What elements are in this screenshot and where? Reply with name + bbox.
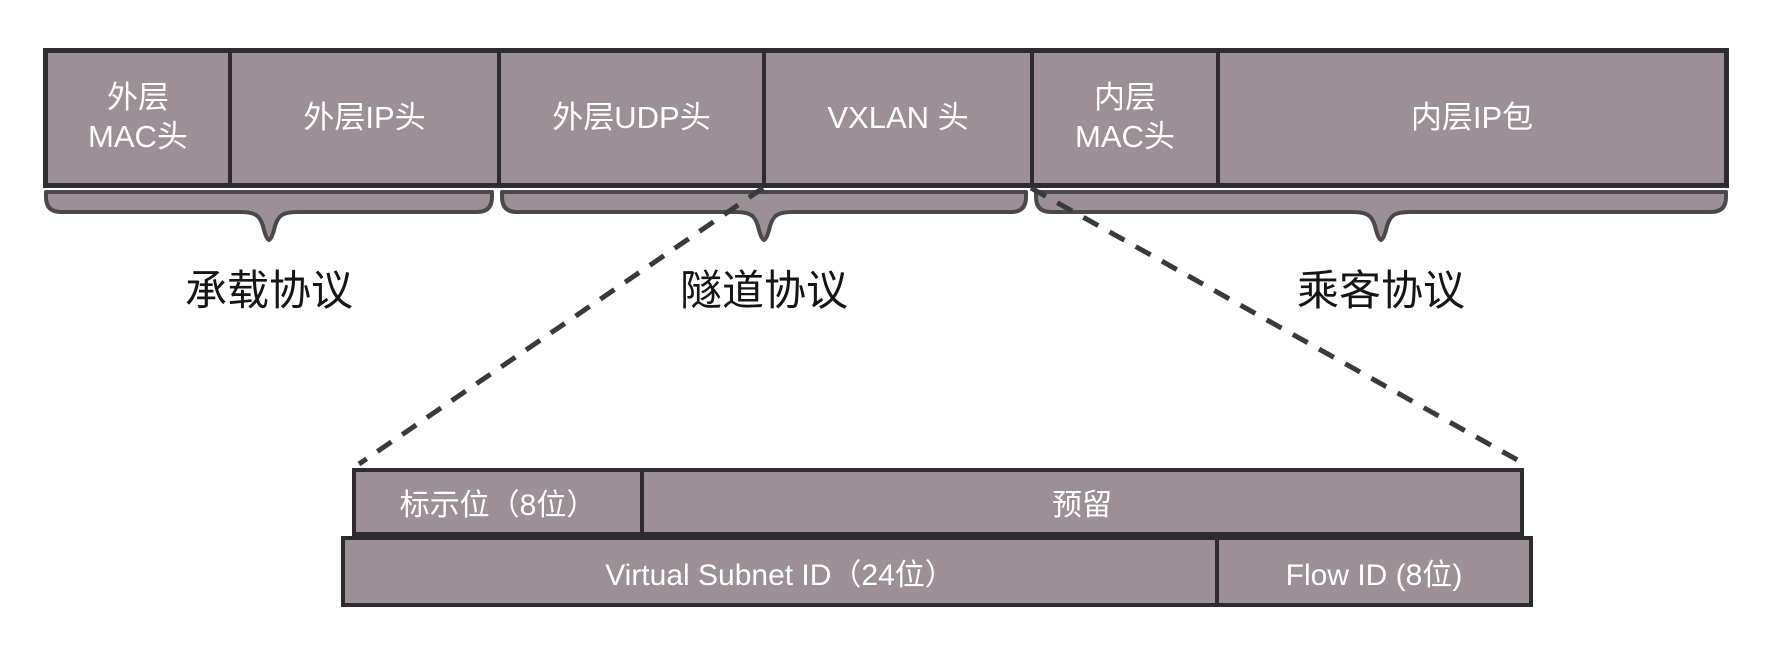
brace-tunnel-protocol <box>500 190 1028 242</box>
field-outer-ip-header: 外层IP头 <box>228 53 497 183</box>
group-label-tunnel-protocol: 隧道协议 <box>679 267 849 314</box>
packet-field-row: 外层 MAC头 外层IP头 外层UDP头 VXLAN 头 内层 MAC头 内层I… <box>43 48 1729 188</box>
group-label-passenger-protocol: 乘客协议 <box>1296 267 1466 314</box>
field-vxlan-header: VXLAN 头 <box>762 53 1030 183</box>
dashed-connector-right <box>1029 185 1523 465</box>
vxlan-detail-row-1: 标示位（8位） 预留 <box>352 468 1524 536</box>
brace-passenger-protocol <box>1034 190 1728 242</box>
detail-cell-reserved: 预留 <box>640 472 1520 532</box>
field-inner-mac-header: 内层 MAC头 <box>1030 53 1216 183</box>
vxlan-detail-row-2: Virtual Subnet ID（24位） Flow ID (8位) <box>341 536 1533 607</box>
field-outer-udp-header: 外层UDP头 <box>497 53 762 183</box>
detail-cell-virtual-subnet-id-24bit: Virtual Subnet ID（24位） <box>345 540 1215 603</box>
group-label-carrier-protocol: 承载协议 <box>184 267 354 314</box>
detail-cell-flags-8bit: 标示位（8位） <box>356 472 640 532</box>
field-outer-mac-header: 外层 MAC头 <box>48 53 228 183</box>
brace-carrier-protocol <box>44 190 494 242</box>
dashed-connector-left <box>357 185 765 467</box>
detail-cell-flow-id-8bit: Flow ID (8位) <box>1215 540 1529 603</box>
field-inner-ip-packet: 内层IP包 <box>1216 53 1724 183</box>
